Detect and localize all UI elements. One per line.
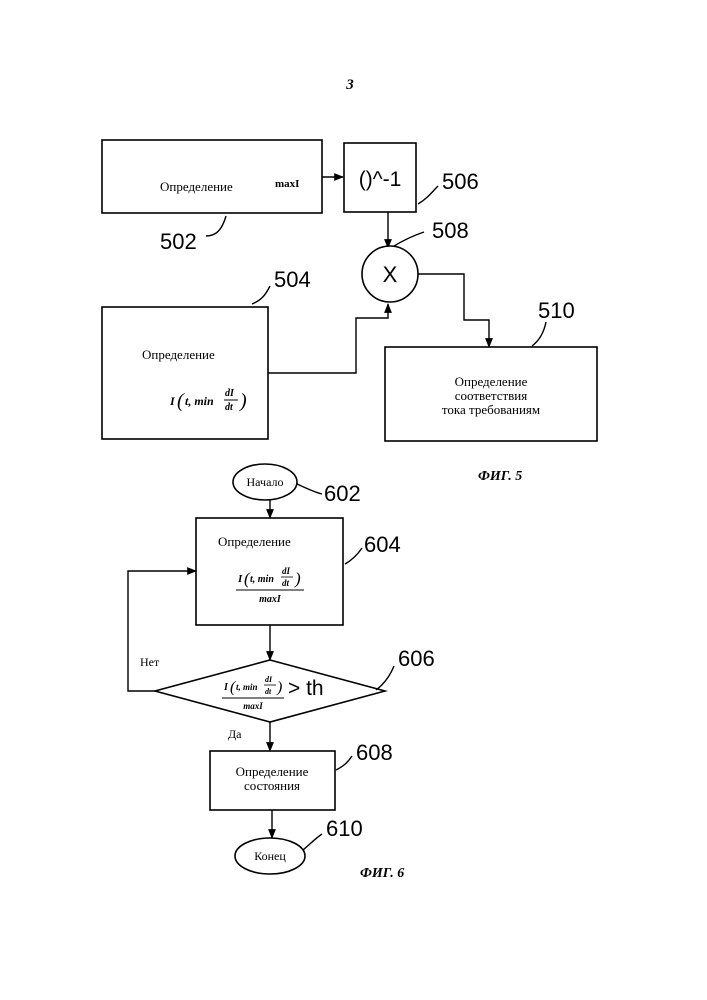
block-502-expr: maxI xyxy=(275,178,299,190)
block-510-line2: соответствия xyxy=(455,388,527,403)
expr-604-args: t, min xyxy=(250,574,274,585)
leader-610 xyxy=(303,834,322,850)
expr-606-denominator: maxI xyxy=(243,701,263,711)
figure-6: Начало 602 Определение I ( t, min dI dt … xyxy=(128,464,435,881)
block-502-label: Определение xyxy=(160,179,233,194)
expr-606-args: t, min xyxy=(236,682,258,692)
ref-502: 502 xyxy=(160,229,197,254)
ref-506: 506 xyxy=(442,169,479,194)
expr-604-num: dI xyxy=(282,566,291,576)
leader-606 xyxy=(376,666,394,690)
fig6-caption: ФИГ. 6 xyxy=(360,866,404,881)
arrow-504-508 xyxy=(268,304,388,373)
expr-504-den: dt xyxy=(225,402,234,413)
loop-no-to-604 xyxy=(128,571,196,691)
end-label: Конец xyxy=(254,849,286,863)
ref-504: 504 xyxy=(274,267,311,292)
decision-606-compare: > th xyxy=(288,677,324,700)
no-label: Нет xyxy=(140,655,160,669)
leader-504 xyxy=(252,286,270,304)
block-506-label: ()^-1 xyxy=(359,168,402,191)
leader-604 xyxy=(345,548,362,564)
leader-608 xyxy=(336,756,352,770)
step-608-line2: состояния xyxy=(244,778,300,793)
block-510-line3: тока требованиям xyxy=(442,402,540,417)
ref-508: 508 xyxy=(432,218,469,243)
multiplier-508-label: X xyxy=(383,262,398,287)
block-510-line1: Определение xyxy=(455,374,528,389)
leader-506 xyxy=(418,186,438,204)
start-label: Начало xyxy=(247,475,284,489)
expr-604-denominator: maxI xyxy=(259,594,282,605)
leader-510 xyxy=(532,322,546,346)
yes-label: Да xyxy=(228,727,242,741)
step-608-line1: Определение xyxy=(236,764,309,779)
expr-504-args: t, min xyxy=(185,394,214,408)
ref-606: 606 xyxy=(398,646,435,671)
expr-504-paren-close: ) xyxy=(239,390,247,412)
figure-5: Определение maxI 502 ()^-1 506 X 508 Опр… xyxy=(102,140,597,484)
block-504 xyxy=(102,307,268,439)
expr-604-paren-close: ) xyxy=(294,569,301,588)
expr-604-den: dt xyxy=(282,578,290,588)
block-502 xyxy=(102,140,322,213)
arrow-508-510 xyxy=(418,274,489,347)
ref-604: 604 xyxy=(364,532,401,557)
expr-604-prefix: I xyxy=(237,573,243,585)
expr-606-paren-close: ) xyxy=(276,679,282,696)
expr-606-num: dI xyxy=(265,675,273,684)
fig5-caption: ФИГ. 5 xyxy=(478,469,522,484)
ref-610: 610 xyxy=(326,816,363,841)
step-604-label: Определение xyxy=(218,534,291,549)
leader-502 xyxy=(206,216,226,236)
expr-606-den: dt xyxy=(265,687,272,696)
block-504-label: Определение xyxy=(142,347,215,362)
ref-608: 608 xyxy=(356,740,393,765)
leader-508 xyxy=(394,232,424,246)
ref-510: 510 xyxy=(538,298,575,323)
expr-504-num: dI xyxy=(225,388,235,399)
page-number: 3 xyxy=(345,77,354,93)
leader-602 xyxy=(297,484,322,494)
ref-602: 602 xyxy=(324,481,361,506)
